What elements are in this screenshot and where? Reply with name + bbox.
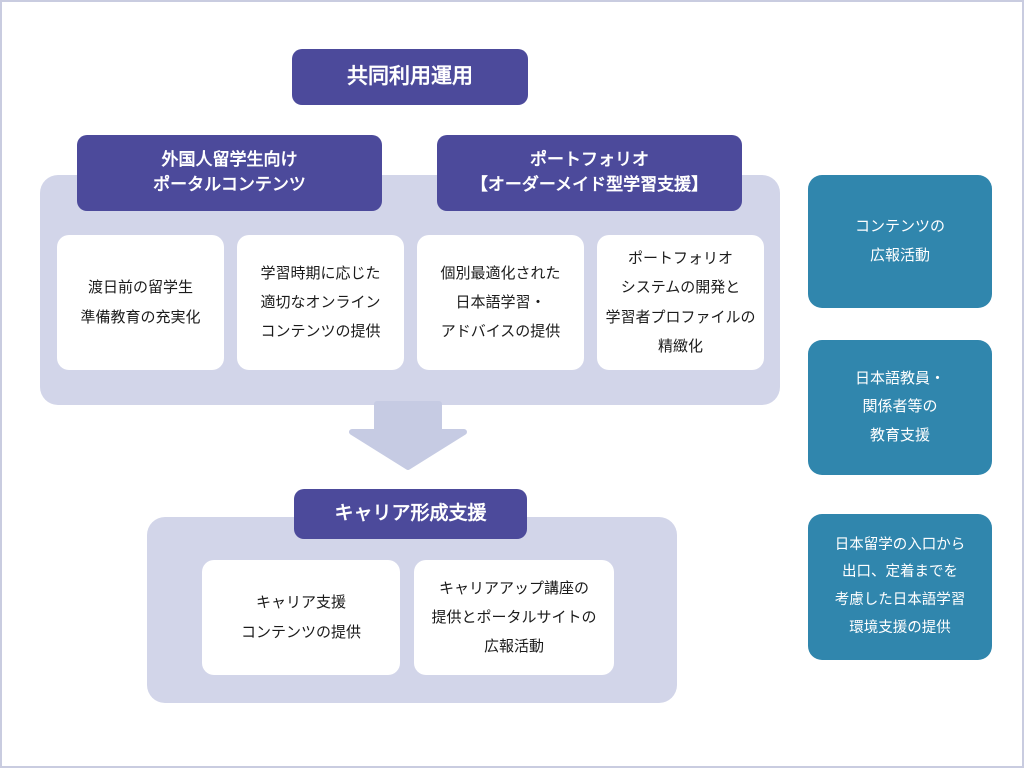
portfolio-card-1-text: 個別最適化された 日本語学習・ アドバイスの提供	[440, 264, 561, 341]
portfolio-header-box: ポートフォリオ 【オーダーメイド型学習支援】	[437, 135, 742, 211]
side-box-teacher-support: 日本語教員・ 関係者等の 教育支援	[808, 340, 992, 475]
portfolio-card-2: ポートフォリオ システムの開発と 学習者プロファイルの 精緻化	[597, 235, 764, 370]
side-box-teacher-support-text: 日本語教員・ 関係者等の 教育支援	[854, 369, 945, 444]
side-box-promotion-text: コンテンツの 広報活動	[854, 218, 945, 264]
portfolio-card-1: 個別最適化された 日本語学習・ アドバイスの提供	[417, 235, 584, 370]
side-box-promotion: コンテンツの 広報活動	[808, 175, 992, 308]
portal-header-box: 外国人留学生向け ポータルコンテンツ	[77, 135, 382, 211]
portal-header-text: 外国人留学生向け ポータルコンテンツ	[153, 150, 306, 194]
portal-card-1: 渡日前の留学生 準備教育の充実化	[57, 235, 224, 370]
title-box: 共同利用運用	[292, 49, 528, 105]
portal-card-1-text: 渡日前の留学生 準備教育の充実化	[80, 279, 201, 326]
portal-card-2-text: 学習時期に応じた 適切なオンライン コンテンツの提供	[260, 264, 381, 341]
career-card-2-text: キャリアアップ講座の 提供とポータルサイトの 広報活動	[431, 579, 597, 656]
side-box-environment-support: 日本留学の入口から 出口、定着までを 考慮した日本語学習 環境支援の提供	[808, 514, 992, 660]
career-card-1: キャリア支援 コンテンツの提供	[202, 560, 400, 675]
career-header-text: キャリア形成支援	[334, 503, 487, 525]
title-text: 共同利用運用	[347, 64, 473, 88]
career-card-1-text: キャリア支援 コンテンツの提供	[240, 594, 361, 641]
portal-card-2: 学習時期に応じた 適切なオンライン コンテンツの提供	[237, 235, 404, 370]
side-box-environment-support-text: 日本留学の入口から 出口、定着までを 考慮した日本語学習 環境支援の提供	[834, 536, 966, 636]
career-card-2: キャリアアップ講座の 提供とポータルサイトの 広報活動	[414, 560, 614, 675]
down-arrow-icon	[349, 401, 467, 470]
career-header-box: キャリア形成支援	[294, 489, 527, 539]
portfolio-header-text: ポートフォリオ 【オーダーメイド型学習支援】	[470, 150, 709, 194]
portfolio-card-2-text: ポートフォリオ システムの開発と 学習者プロファイルの 精緻化	[605, 250, 756, 355]
